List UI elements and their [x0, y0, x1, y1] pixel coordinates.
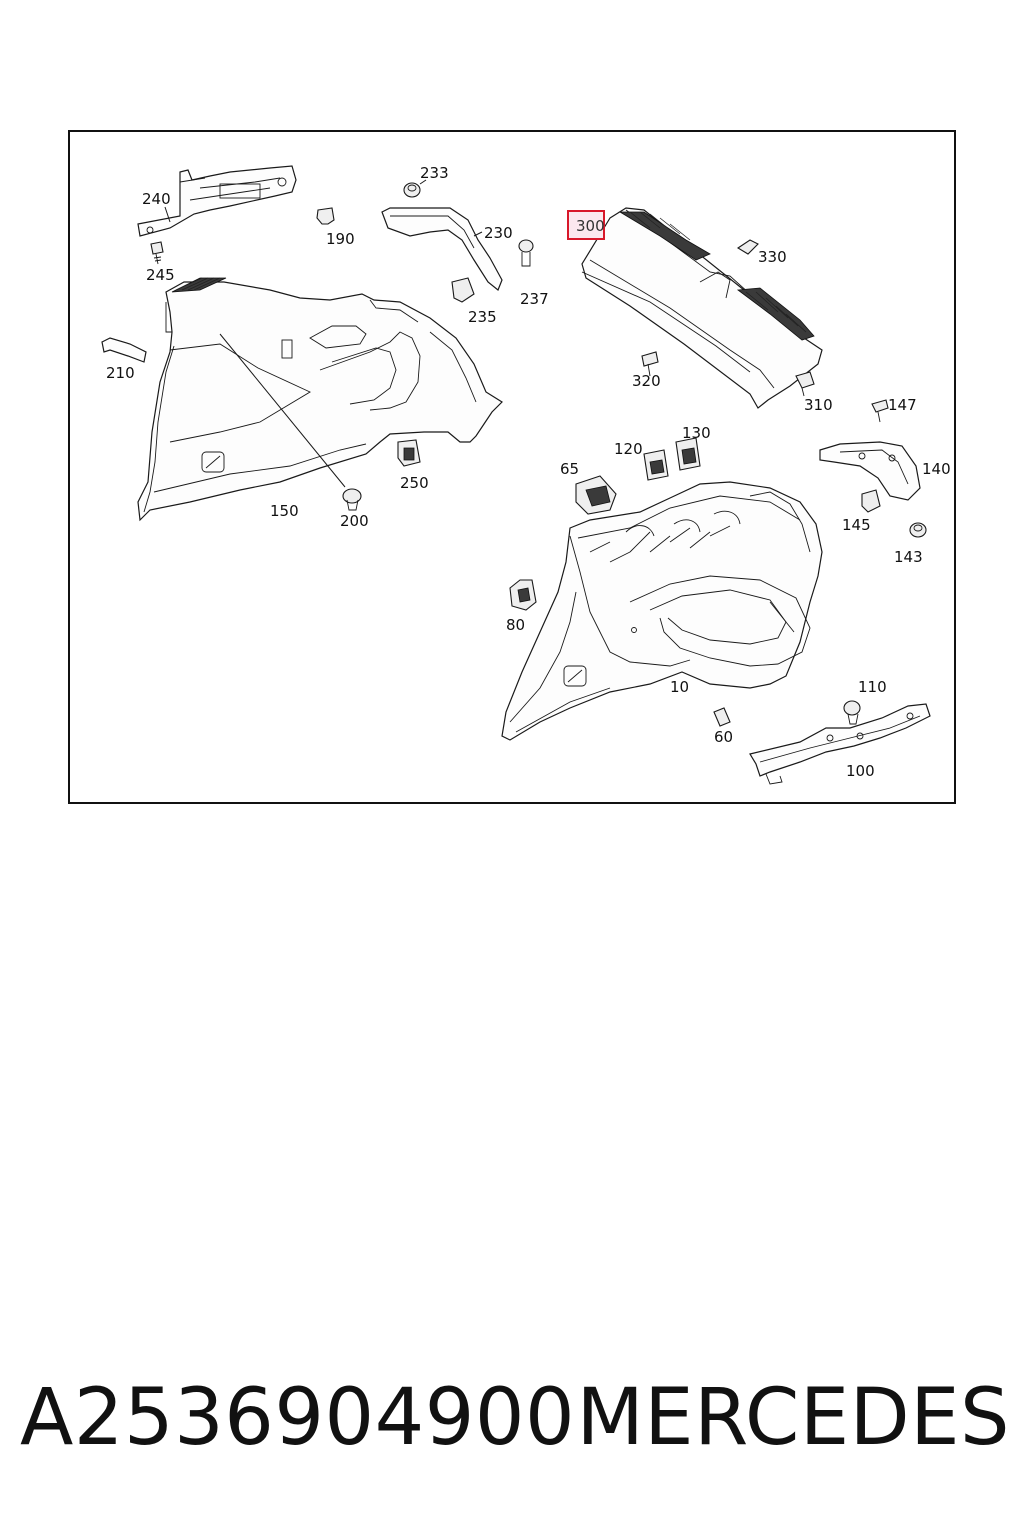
part-330-clip[interactable] [736, 239, 759, 255]
part-250-connector[interactable] [397, 439, 421, 467]
leader-230 [473, 231, 483, 237]
part-320-screw[interactable] [641, 351, 659, 377]
label-100: 100 [846, 762, 875, 780]
part-120-switch[interactable] [643, 449, 669, 481]
label-233: 233 [420, 164, 449, 182]
label-65: 65 [560, 460, 579, 478]
label-300: 300 [576, 217, 605, 235]
part-80-bracket[interactable] [509, 579, 537, 611]
label-60: 60 [714, 728, 733, 746]
part-140-bracket[interactable] [819, 441, 921, 501]
part-310-clip[interactable] [795, 371, 815, 397]
label-230: 230 [484, 224, 513, 242]
label-110: 110 [858, 678, 887, 696]
part-145-clip[interactable] [861, 489, 881, 513]
part-65-socket[interactable] [575, 475, 617, 515]
label-330: 330 [758, 248, 787, 266]
label-237: 237 [520, 290, 549, 308]
label-140: 140 [922, 460, 951, 478]
brand-name: MERCEDES [576, 1373, 1010, 1463]
part-130-switch[interactable] [675, 437, 701, 471]
part-100-rail[interactable] [749, 703, 931, 785]
part-300-sill-cover[interactable] [581, 207, 823, 409]
label-310: 310 [804, 396, 833, 414]
part-237-pin[interactable] [518, 239, 534, 267]
part-200-pushpin[interactable] [342, 488, 362, 511]
label-240: 240 [142, 190, 171, 208]
part-233-grommet[interactable] [403, 182, 421, 198]
label-150: 150 [270, 502, 299, 520]
leader-240 [164, 206, 171, 223]
label-250: 250 [400, 474, 429, 492]
label-190: 190 [326, 230, 355, 248]
parts-diagram-frame: 240 245 190 233 230 235 237 210 [68, 130, 956, 804]
label-80: 80 [506, 616, 525, 634]
leader-150-200 [219, 333, 346, 488]
part-10-side-panel[interactable] [501, 481, 823, 741]
highlight-box-300[interactable] [567, 210, 605, 240]
label-210: 210 [106, 364, 135, 382]
leader-233 [419, 179, 427, 185]
label-245: 245 [146, 266, 175, 284]
part-110-bolt[interactable] [843, 700, 861, 725]
part-190-clip[interactable] [316, 207, 335, 225]
part-143-nut[interactable] [909, 522, 927, 538]
part-60-clip[interactable] [713, 707, 731, 727]
label-10: 10 [670, 678, 689, 696]
part-150-side-panel[interactable] [137, 281, 503, 522]
label-120: 120 [614, 440, 643, 458]
label-130: 130 [682, 424, 711, 442]
label-200: 200 [340, 512, 369, 530]
label-143: 143 [894, 548, 923, 566]
part-147-pin[interactable] [871, 399, 889, 423]
label-320: 320 [632, 372, 661, 390]
label-235: 235 [468, 308, 497, 326]
part-number: A2536904900 [20, 1373, 576, 1463]
part-240-bracket[interactable] [137, 165, 297, 237]
footer: A2536904900 MERCEDES [20, 1368, 1010, 1468]
part-245-screw[interactable] [150, 241, 164, 265]
part-230-trim[interactable] [381, 207, 503, 291]
label-147: 147 [888, 396, 917, 414]
part-150-vent [171, 277, 227, 293]
part-210-bracket[interactable] [101, 337, 147, 363]
part-235-clip[interactable] [451, 277, 475, 303]
exploded-parts-diagram: 240 245 190 233 230 235 237 210 [101, 164, 951, 785]
label-145: 145 [842, 516, 871, 534]
